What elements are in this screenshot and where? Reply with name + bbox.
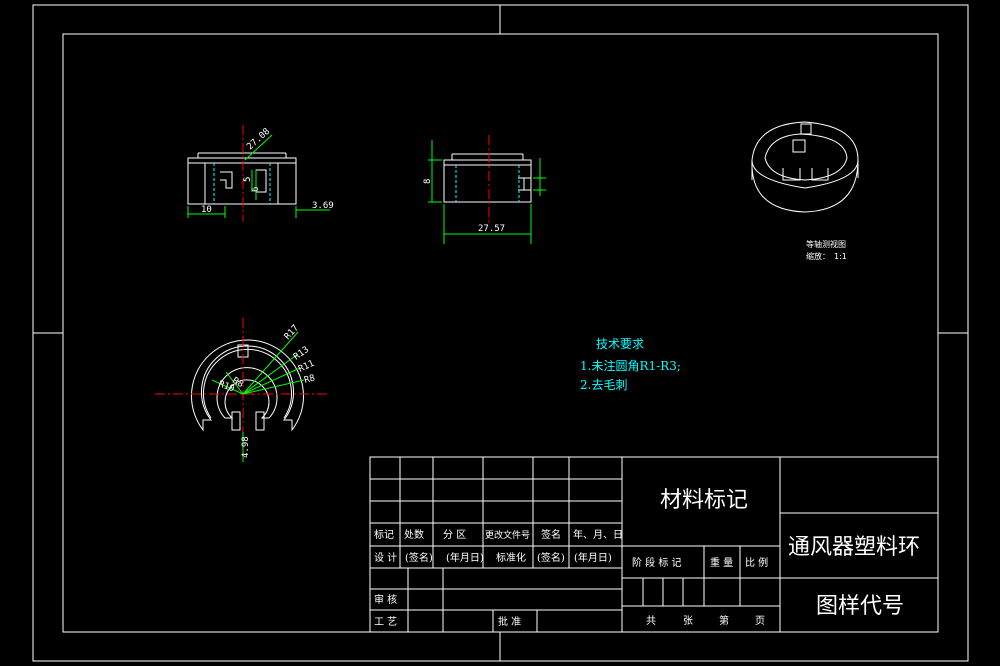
tech-requirement-1: 1.未注圆角R1-R3; <box>580 358 681 373</box>
sheet-number-label: 第 <box>719 614 729 627</box>
plan-r11-label: R11 <box>297 359 316 375</box>
tech-requirement-2: 2.去毛刺 <box>580 378 627 392</box>
scale-header: 比 例 <box>745 556 768 569</box>
rev-header-docno: 更改文件号 <box>485 529 530 541</box>
sheet-page-label: 页 <box>755 615 765 627</box>
standardization-date: (年月日) <box>574 551 612 564</box>
process-label: 工 艺 <box>374 616 397 628</box>
rev-header-mark: 标记 <box>374 529 394 541</box>
plan-gap-label: 4.98 <box>241 436 251 458</box>
design-date: (年月日) <box>446 551 484 564</box>
design-label: 设 计 <box>374 551 397 564</box>
design-sign: (签名) <box>405 551 433 564</box>
sheet-unit-label: 张 <box>683 615 693 627</box>
sheet-total-label: 共 <box>646 615 656 627</box>
plan-view: R17 R13 R11 R8 R10 R8 4.98 <box>155 318 330 462</box>
standardization-sign: (签名) <box>537 551 565 564</box>
side-height-label: 8 <box>423 179 433 184</box>
title-block <box>369 456 939 633</box>
front-offset-label: 3.69 <box>312 201 334 211</box>
front-small-label-1: 6 <box>251 187 261 192</box>
isometric-scale-value: 1:1 <box>834 252 847 261</box>
front-view: 10 3.69 27.08 6 5 <box>187 125 334 222</box>
plan-r17-label: R17 <box>283 323 301 342</box>
front-small-label-2: 5 <box>243 177 253 182</box>
isometric-view <box>751 121 859 213</box>
standardization-label: 标准化 <box>496 551 526 564</box>
rev-header-count: 处数 <box>404 528 424 541</box>
side-view: 27.57 8 <box>423 135 546 244</box>
plan-inner-label-2: R8 <box>231 376 245 390</box>
tech-requirements-title: 技术要求 <box>596 337 644 351</box>
plan-r8-label: R8 <box>303 373 316 385</box>
isometric-scale-label: 缩放： <box>806 251 830 261</box>
rev-header-zone: 分 区 <box>443 529 466 541</box>
review-label: 审 核 <box>374 593 397 606</box>
front-width-label: 10 <box>201 205 212 215</box>
side-width-label: 27.57 <box>478 224 505 234</box>
weight-header: 重 量 <box>710 556 733 569</box>
tech-requirements: 技术要求 1.未注圆角R1-R3; 2.去毛刺 <box>580 337 681 392</box>
stage-mark-header: 阶 段 标 记 <box>632 556 682 569</box>
drawing-code: 图样代号 <box>816 594 904 619</box>
isometric-caption: 等轴测视图 <box>806 239 846 249</box>
rev-header-date: 年、月、日 <box>573 528 623 541</box>
material-mark: 材料标记 <box>660 488 748 513</box>
approve-label: 批 准 <box>498 615 521 628</box>
front-angle-label: 27.08 <box>245 127 272 153</box>
part-name: 通风器塑料环 <box>788 535 920 560</box>
rev-header-sign: 签名 <box>541 528 561 541</box>
